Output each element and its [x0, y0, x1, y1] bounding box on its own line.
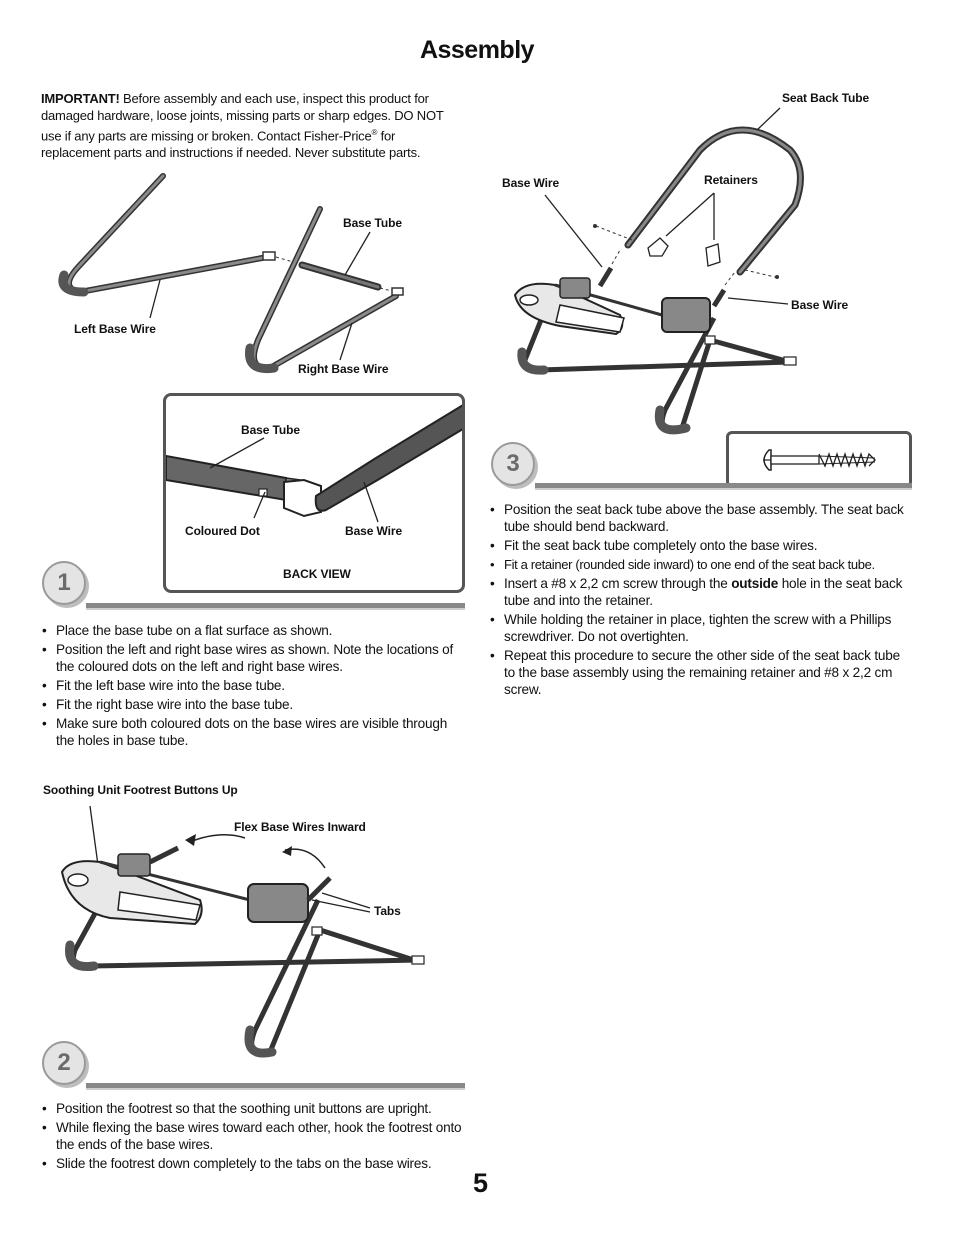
- label-retainers: Retainers: [704, 173, 758, 187]
- step2-instructions: Position the footrest so that the soothi…: [42, 1100, 467, 1174]
- back-view-inset: Base Tube Coloured Dot Base Wire BACK VI…: [163, 393, 465, 593]
- step1-bullet: Make sure both coloured dots on the base…: [42, 715, 462, 749]
- important-text-2: for replacement parts and instructions i…: [41, 128, 421, 161]
- step1-bullet: Fit the right base wire into the base tu…: [42, 696, 462, 713]
- inset-label-coloured-dot: Coloured Dot: [185, 524, 260, 538]
- important-notice: IMPORTANT! Before assembly and each use,…: [41, 90, 461, 161]
- step2-bullet: Slide the footrest down completely to th…: [42, 1155, 467, 1172]
- step1-divider: [86, 603, 465, 608]
- step3-bullet: While holding the retainer in place, tig…: [490, 611, 910, 645]
- step3-bullet: Insert a #8 x 2,2 cm screw through the o…: [490, 575, 910, 609]
- step2-divider: [86, 1083, 465, 1088]
- screw-icon: [763, 449, 876, 471]
- step2-bullet: Position the footrest so that the soothi…: [42, 1100, 467, 1117]
- page-number: 5: [472, 1168, 488, 1198]
- bullet4-pre: Insert a #8 x 2,2 cm screw through the: [504, 576, 732, 591]
- label-right-base-wire: Right Base Wire: [298, 362, 389, 376]
- step3-bullet: Repeat this procedure to secure the othe…: [490, 647, 910, 698]
- registered-mark: ®: [371, 128, 378, 137]
- inset-label-base-tube: Base Tube: [241, 423, 300, 437]
- step2-number-badge: 2: [42, 1041, 86, 1085]
- screw-callout: [726, 431, 912, 488]
- step1-bullet: Position the left and right base wires a…: [42, 641, 462, 675]
- label-footrest-buttons: Soothing Unit Footrest Buttons Up: [43, 783, 238, 797]
- inset-label-base-wire: Base Wire: [345, 524, 403, 538]
- step3-divider: [535, 483, 912, 488]
- label-base-wire-right: Base Wire: [791, 298, 849, 312]
- label-base-tube: Base Tube: [343, 216, 402, 230]
- step3-bullet: Fit the seat back tube completely onto t…: [490, 537, 910, 554]
- label-left-base-wire: Left Base Wire: [74, 322, 156, 336]
- important-heading: IMPORTANT!: [41, 91, 120, 106]
- back-view-illustration: [166, 404, 462, 523]
- label-base-wire-left: Base Wire: [502, 176, 560, 190]
- label-flex-base-wires: Flex Base Wires Inward: [234, 820, 366, 834]
- step3-bullet: Fit a retainer (rounded side inward) to …: [490, 556, 910, 573]
- step2-bullet: While flexing the base wires toward each…: [42, 1119, 467, 1153]
- step1-number-badge: 1: [42, 561, 86, 605]
- important-text-1: Before assembly and each use, inspect th…: [41, 91, 444, 144]
- bullet4-post: hole in the seat back tube and into the …: [504, 576, 903, 608]
- step3-number-badge: 3: [491, 442, 535, 486]
- label-seat-back-tube: Seat Back Tube: [782, 91, 870, 105]
- inset-label-back-view: BACK VIEW: [283, 567, 351, 581]
- bullet4-bold: outside: [731, 576, 779, 591]
- page-title: Assembly: [419, 36, 535, 64]
- step1-instructions: Place the base tube on a flat surface as…: [42, 622, 462, 751]
- step1-bullet: Place the base tube on a flat surface as…: [42, 622, 462, 639]
- label-tabs: Tabs: [374, 904, 401, 918]
- step1-bullet: Fit the left base wire into the base tub…: [42, 677, 462, 694]
- step3-instructions: Position the seat back tube above the ba…: [490, 501, 910, 700]
- step3-bullet: Position the seat back tube above the ba…: [490, 501, 910, 535]
